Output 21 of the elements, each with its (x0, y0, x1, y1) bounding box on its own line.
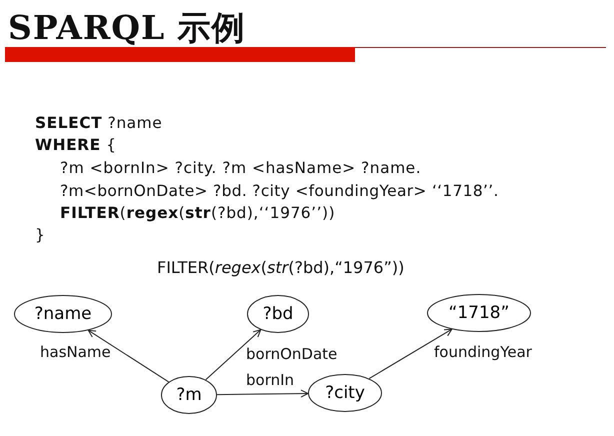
edge-label: bornIn (246, 371, 294, 389)
variable-node: “1718” (427, 294, 531, 332)
arrow (205, 329, 262, 380)
code-line: SELECT ?name (35, 114, 162, 132)
variable-node: ?bd (247, 295, 309, 333)
edge-label: bornOnDate (246, 345, 338, 363)
variable-node: ?m (161, 376, 217, 414)
filter-expression: FILTER(regex(str(?bd),“1976”)) (157, 258, 404, 277)
code-line: WHERE { (35, 136, 116, 154)
variable-node: ?city (308, 374, 382, 412)
arrow (216, 390, 308, 398)
code-line: FILTER(regex(str(?bd),‘‘1976’’)) (60, 204, 336, 222)
arrow (368, 328, 452, 380)
code-line: ?m<bornOnDate> ?bd. ?city <foundingYear> ‘‘1718’’. (60, 182, 499, 200)
slide-title: SPARQL 示例 (8, 7, 246, 49)
code-line: ?m <bornIn> ?city. ?m <hasName> ?name. (60, 159, 422, 177)
edge-label: foundingYear (434, 343, 532, 361)
variable-node: ?name (14, 295, 112, 333)
arrow (88, 330, 170, 382)
code-line: } (35, 226, 46, 244)
edge-label: hasName (40, 343, 111, 361)
